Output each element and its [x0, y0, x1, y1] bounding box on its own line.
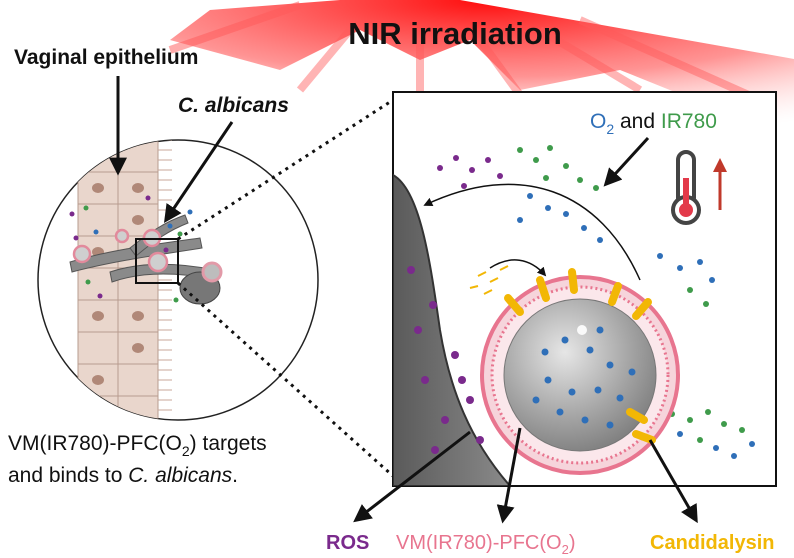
ros-particles — [407, 266, 484, 454]
label-ros: ROS — [326, 532, 369, 554]
zoom-box — [135, 238, 179, 284]
label-vm-a: VM(IR780)-PFC(O — [396, 532, 562, 554]
arrow-vm — [496, 427, 522, 524]
caption-line1-end: ) targets — [190, 432, 267, 455]
release-arrow — [423, 183, 641, 281]
caption-line1-a: VM(IR780)-PFC(O — [8, 432, 182, 455]
epithelium-circle — [37, 139, 319, 421]
zoom-line-top — [177, 98, 394, 241]
arrow-ros — [353, 430, 471, 523]
label-c-albicans: C. albicans — [178, 94, 289, 117]
vm-nanoparticle — [480, 268, 680, 475]
label-vaginal-epithelium: Vaginal epithelium — [14, 46, 198, 69]
label-o2-sub: 2 — [606, 121, 614, 137]
caption-line1-sub: 2 — [182, 443, 190, 459]
label-vm-sub: 2 — [562, 542, 569, 557]
candidalysin-fragments — [469, 265, 509, 295]
host-cell — [393, 173, 512, 486]
label-candidalysin: Candidalysin — [650, 532, 774, 554]
label-vm-end: ) — [569, 532, 576, 554]
epithelial-cells — [77, 140, 172, 420]
label-o2: O — [590, 110, 606, 133]
label-o2-ir780: O2 and IR780 — [590, 110, 717, 137]
label-ir780: IR780 — [661, 110, 717, 133]
caption-line2: and binds to C. albicans. — [8, 464, 238, 487]
zoom-panel — [392, 91, 777, 487]
arrow-candidalysin — [648, 439, 698, 524]
arrow-c-albicans — [163, 121, 234, 223]
particle-cloud-bottom — [669, 409, 755, 459]
title-nir-irradiation: NIR irradiation — [348, 16, 562, 51]
caption-line2-italic: C. albicans — [128, 464, 232, 487]
caption-line2-end: . — [232, 464, 238, 487]
zoom-line-bottom — [176, 281, 395, 478]
label-and: and — [614, 110, 661, 133]
caption-line2-a: and binds to — [8, 464, 128, 487]
caption-line1: VM(IR780)-PFC(O2) targets — [8, 432, 267, 459]
thermometer-icon — [671, 150, 701, 225]
arrow-o2-ir780 — [603, 136, 650, 187]
label-vm-nanoparticle: VM(IR780)-PFC(O2) — [396, 532, 575, 557]
nir-rays — [168, 0, 794, 140]
temperature-up-arrow-icon — [713, 158, 727, 210]
particle-cloud-top — [437, 145, 715, 307]
